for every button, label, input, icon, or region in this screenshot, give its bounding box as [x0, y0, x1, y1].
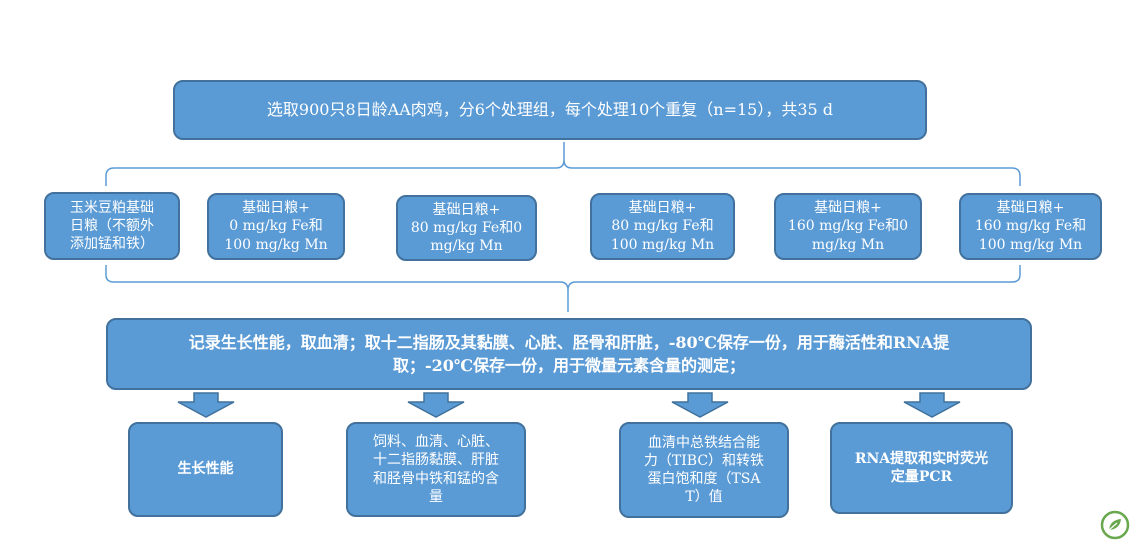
result-3-line-3: 蛋白饱和度（TSA	[647, 471, 761, 487]
group-3-line-2: 80 mg/kg Fe和0	[410, 219, 523, 236]
result-box-rna-pcr: RNA提取和实时荧光 定量PCR	[830, 422, 1013, 514]
result-3-line-2: 力（TIBC）和转铁	[643, 452, 765, 469]
group-box-5: 基础日粮+ 160 mg/kg Fe和0 mg/kg Mn	[774, 193, 922, 260]
group-4-line-2: 80 mg/kg Fe和	[611, 218, 714, 235]
group-2-line-3: 100 mg/kg Mn	[224, 236, 328, 253]
down-arrow-2	[407, 392, 465, 418]
down-arrow-3	[671, 392, 729, 418]
group-6-line-1: 基础日粮+	[996, 200, 1065, 217]
result-4-line-2: 定量PCR	[890, 469, 953, 485]
result-2-line-2: 十二指肠黏膜、肝脏	[373, 452, 499, 469]
top-box-text: 选取900只8日龄AA肉鸡，分6个处理组，每个处理10个重复（n=15），共35…	[266, 99, 834, 119]
result-box-tibc: 血清中总铁结合能 力（TIBC）和转铁 蛋白饱和度（TSA T）值	[619, 422, 789, 518]
sampling-line-1: 记录生长性能，取血清；取十二指肠及其黏膜、心脏、胫骨和肝脏，-80℃保存一份，用…	[188, 332, 950, 352]
group-3-line-3: mg/kg Mn	[430, 238, 503, 255]
group-4-line-1: 基础日粮+	[628, 200, 697, 217]
group-5-line-1: 基础日粮+	[814, 200, 882, 217]
group-box-2: 基础日粮+ 0 mg/kg Fe和 100 mg/kg Mn	[207, 193, 345, 260]
sampling-line-2: 取；-20℃保存一份，用于微量元素含量的测定；	[392, 356, 746, 375]
group-box-1: 玉米豆粕基础 日粮（不额外 添加锰和铁）	[44, 192, 180, 260]
group-box-4: 基础日粮+ 80 mg/kg Fe和 100 mg/kg Mn	[590, 193, 735, 260]
result-3-line-1: 血清中总铁结合能	[647, 434, 760, 451]
result-2-line-3: 和胫骨中铁和锰的含	[373, 470, 499, 487]
down-arrow-1	[177, 392, 235, 418]
group-6-line-2: 160 mg/kg Fe和	[974, 218, 1087, 235]
result-2-line-1: 饲料、血清、心脏、	[373, 434, 499, 451]
bottom-brace	[105, 265, 1021, 312]
group-5-line-2: 160 mg/kg Fe和0	[787, 218, 909, 235]
down-arrow-4	[903, 392, 961, 418]
group-box-3: 基础日粮+ 80 mg/kg Fe和0 mg/kg Mn	[396, 195, 537, 261]
group-2-line-1: 基础日粮+	[242, 200, 310, 217]
sampling-box: 记录生长性能，取血清；取十二指肠及其黏膜、心脏、胫骨和肝脏，-80℃保存一份，用…	[106, 318, 1032, 390]
group-6-line-3: 100 mg/kg Mn	[978, 236, 1083, 253]
group-4-line-3: 100 mg/kg Mn	[610, 236, 715, 253]
group-1-line-3: 添加锰和铁）	[70, 236, 154, 253]
group-2-line-2: 0 mg/kg Fe和	[229, 218, 323, 235]
result-box-fe-mn-content: 饲料、血清、心脏、 十二指肠黏膜、肝脏 和胫骨中铁和锰的含 量	[346, 422, 526, 517]
result-3-line-4: T）值	[685, 489, 723, 506]
group-1-line-2: 日粮（不额外	[70, 217, 154, 234]
top-box: 选取900只8日龄AA肉鸡，分6个处理组，每个处理10个重复（n=15），共35…	[173, 80, 927, 140]
group-1-line-1: 玉米豆粕基础	[70, 199, 154, 216]
leaf-logo-icon	[1100, 510, 1130, 540]
group-box-6: 基础日粮+ 160 mg/kg Fe和 100 mg/kg Mn	[959, 193, 1102, 260]
group-5-line-3: mg/kg Mn	[811, 236, 885, 253]
result-2-line-4: 量	[429, 488, 443, 505]
group-3-line-1: 基础日粮+	[432, 201, 501, 218]
result-1-line-1: 生长性能	[177, 461, 234, 478]
result-4-line-1: RNA提取和实时荧光	[854, 450, 989, 467]
result-box-growth: 生长性能	[128, 422, 283, 517]
top-brace	[105, 142, 1021, 186]
